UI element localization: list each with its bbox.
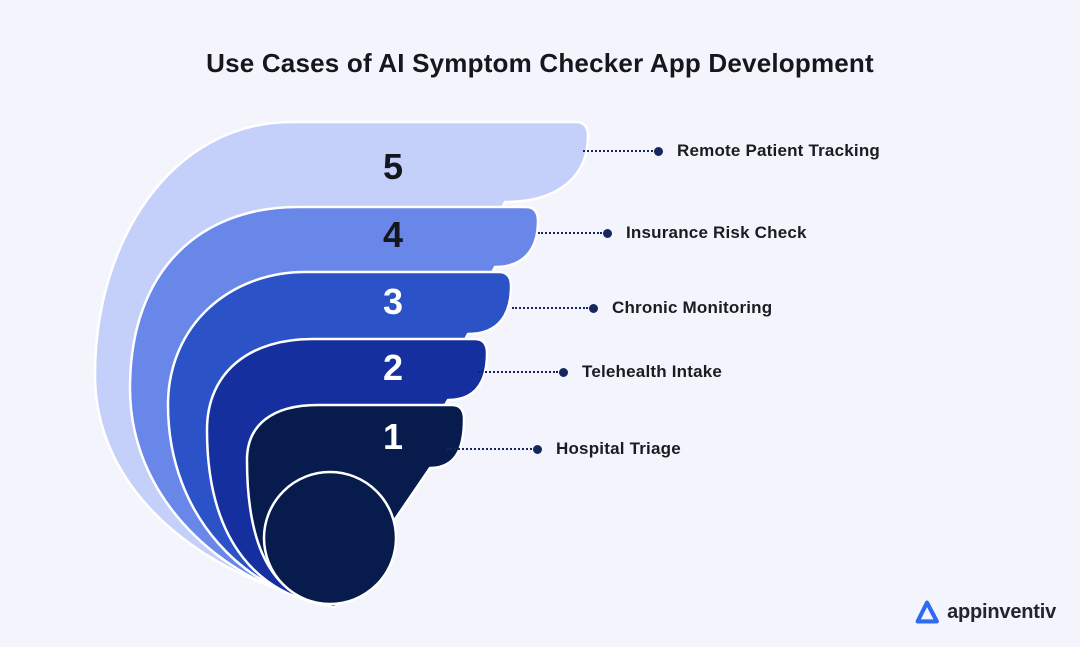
leader-dot — [589, 303, 598, 313]
leader-dot — [533, 444, 542, 454]
leader-line — [478, 371, 558, 373]
appinventiv-logo-icon — [915, 600, 939, 624]
appinventiv-logo-text: appinventiv — [947, 600, 1056, 623]
use-case-label: Remote Patient Tracking — [677, 141, 880, 160]
label-row-4: Insurance Risk Check — [538, 223, 807, 243]
use-case-label: Chronic Monitoring — [612, 298, 773, 317]
label-row-3: Chronic Monitoring — [512, 298, 772, 318]
band-3-number: 3 — [382, 281, 404, 322]
use-case-label: Hospital Triage — [556, 439, 681, 458]
band-1-number: 1 — [382, 416, 404, 457]
leader-line — [538, 232, 602, 234]
label-row-5: Remote Patient Tracking — [583, 141, 880, 161]
label-row-1: Hospital Triage — [447, 439, 681, 459]
page-title: Use Cases of AI Symptom Checker App Deve… — [206, 48, 874, 78]
center-circle — [262, 470, 398, 606]
leader-line — [583, 150, 653, 152]
leader-dot — [603, 228, 612, 238]
use-case-label: Telehealth Intake — [582, 362, 723, 381]
band-5-number: 5 — [382, 146, 404, 187]
leader-dot — [559, 367, 568, 377]
label-row-2: Telehealth Intake — [478, 362, 722, 382]
band-2-number: 2 — [382, 347, 404, 388]
appinventiv-logo: appinventiv — [912, 597, 1056, 627]
band-4-number: 4 — [382, 214, 404, 255]
leader-line — [512, 307, 588, 309]
leader-dot — [654, 146, 663, 156]
use-case-label: Insurance Risk Check — [626, 223, 807, 242]
leader-line — [447, 448, 532, 450]
